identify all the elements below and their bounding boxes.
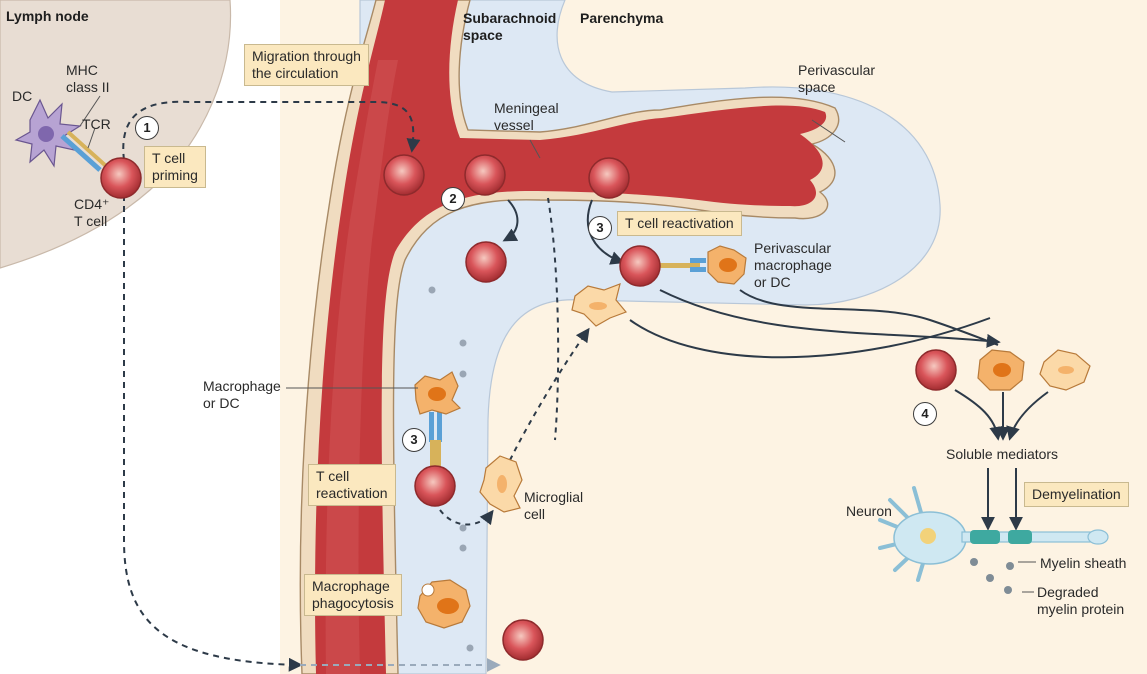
t-cell-extravasated [466, 242, 506, 282]
degraded-myelin-protein-label: Degraded myelin protein [1037, 584, 1124, 618]
step-4-marker: 4 [913, 402, 937, 426]
myelin-sheath-label: Myelin sheath [1040, 555, 1126, 572]
neuron-label: Neuron [846, 503, 892, 520]
step-1-marker: 1 [135, 116, 159, 140]
t-cell-lymph-node [101, 158, 141, 198]
cd4-t-cell-label: CD4⁺ T cell [74, 196, 109, 230]
macrophage-phagocytosis-box: Macrophage phagocytosis [304, 574, 402, 616]
step-3-csf-marker: 3 [402, 428, 426, 452]
migration-box: Migration through the circulation [244, 44, 369, 86]
t-cell-priming-box: T cell priming [144, 146, 206, 188]
meningeal-vessel-label: Meningeal vessel [494, 100, 559, 134]
demyelination-box: Demyelination [1024, 482, 1129, 507]
phagocytic-macrophage [418, 580, 470, 628]
t-cell-csf [415, 466, 455, 506]
t-cell-meningeal-2 [589, 158, 629, 198]
microglial-cell-label: Microglial cell [524, 489, 583, 523]
t-cell-step4 [916, 350, 956, 390]
perivascular-space-label: Perivascular space [798, 62, 875, 96]
perivascular-macrophage-label: Perivascular macrophage or DC [754, 240, 832, 291]
t-cell-reactivation-csf-box: T cell reactivation [308, 464, 396, 506]
migration-path-down [124, 195, 300, 665]
tcr-label: TCR [82, 116, 111, 133]
macrophage-or-dc-label: Macrophage or DC [203, 378, 281, 412]
subarachnoid-space-label: Subarachnoid space [463, 10, 556, 44]
mhc-class-ii-label: MHC class II [66, 62, 110, 96]
t-cell-reactivation-perivascular-box: T cell reactivation [617, 211, 742, 236]
t-cell-circulation [384, 155, 424, 195]
t-cell-perivascular [620, 246, 660, 286]
dc-label: DC [12, 88, 32, 105]
t-cell-parenchyma [503, 620, 543, 660]
step-2-marker: 2 [441, 187, 465, 211]
t-cell-meningeal-1 [465, 155, 505, 195]
parenchyma-label: Parenchyma [580, 10, 663, 27]
soluble-mediators-label: Soluble mediators [946, 446, 1058, 463]
step-3-perivascular-marker: 3 [588, 216, 612, 240]
lymph-node-label: Lymph node [6, 8, 89, 25]
